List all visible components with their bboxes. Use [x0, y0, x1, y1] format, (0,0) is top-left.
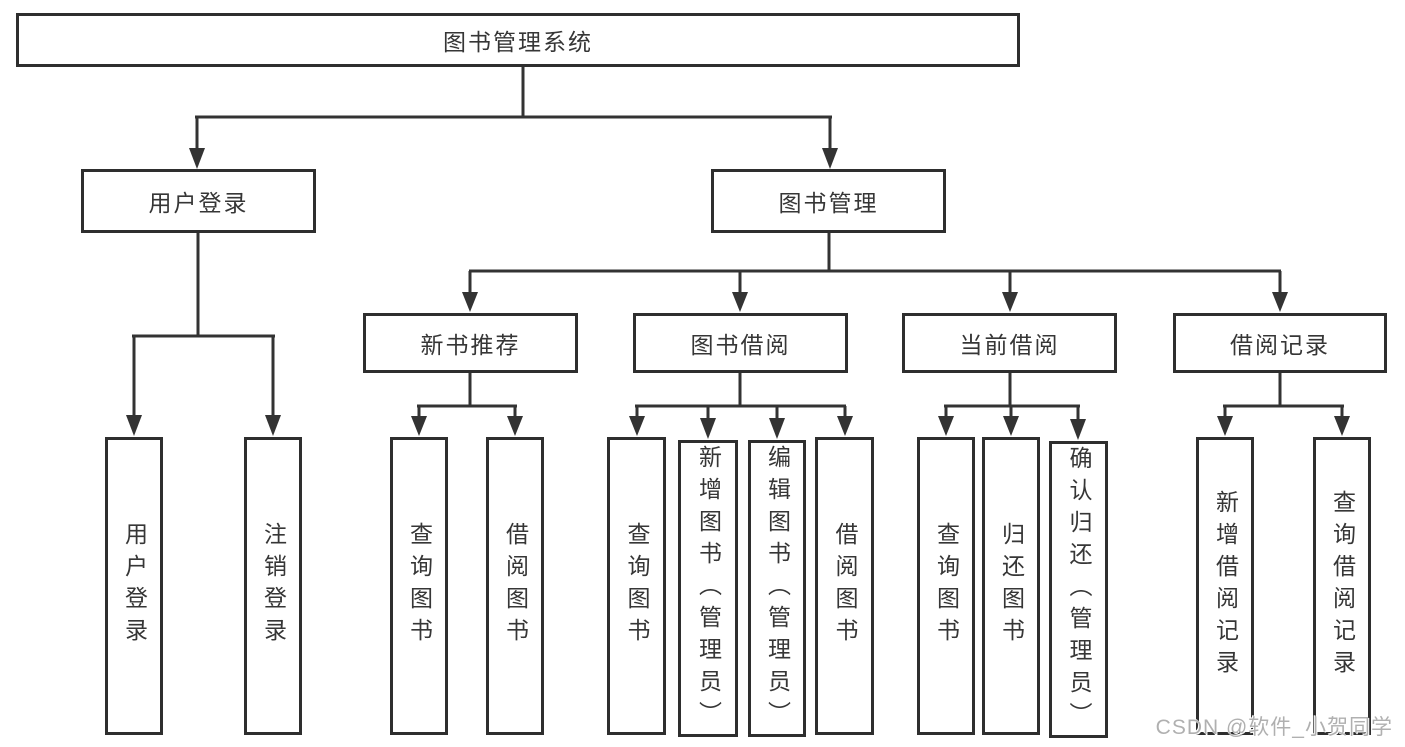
node-user-login: 用户登录 [81, 169, 316, 233]
connector-borrow-records-split [1217, 373, 1350, 436]
node-label: 查询图书 [933, 522, 960, 650]
node-label: 图书借阅 [690, 332, 791, 358]
node-label: 编辑图书（管理员） [764, 444, 791, 733]
node-book-borrowing: 图书借阅 [633, 313, 848, 373]
node-label: 用户登录 [121, 522, 148, 650]
node-label: 新书推荐 [420, 332, 521, 358]
leaf-query-books-under-new-books: 查询图书 [390, 437, 448, 735]
leaf-query-books-under-current-borrowing: 查询图书 [917, 437, 975, 735]
leaf-borrow-books-under-new-books: 借阅图书 [486, 437, 544, 735]
node-label: 图书管理系统 [443, 29, 593, 55]
node-label: 当前借阅 [959, 332, 1060, 358]
node-label: 用户登录 [148, 190, 249, 216]
connector-book-mgmt-split [462, 233, 1288, 312]
node-book-management: 图书管理 [711, 169, 946, 233]
leaf-add-books-admin: 新增图书（管理员） [678, 440, 738, 737]
node-label: 确认归还（管理员） [1066, 445, 1092, 734]
node-label: 注销登录 [260, 522, 287, 650]
node-label: 借阅图书 [502, 522, 529, 650]
leaf-borrow-books-under-book-borrowing: 借阅图书 [815, 437, 874, 735]
node-label: 归还图书 [998, 522, 1025, 650]
connector-current-borrow-split [938, 373, 1086, 440]
leaf-query-borrow-record: 查询借阅记录 [1313, 437, 1371, 735]
leaf-edit-books-admin: 编辑图书（管理员） [748, 440, 806, 737]
connector-root-split [189, 67, 838, 169]
node-label: 查询图书 [406, 522, 433, 650]
node-label: 借阅图书 [832, 522, 858, 650]
connector-book-borrow-split [629, 373, 853, 439]
node-label: 图书管理 [778, 190, 879, 216]
node-current-borrowing: 当前借阅 [902, 313, 1117, 373]
leaf-user-login: 用户登录 [105, 437, 163, 735]
node-label: 新增图书（管理员） [695, 444, 722, 733]
csdn-watermark: CSDN @软件_小贺同学 [1155, 716, 1393, 739]
connector-user-login-split [126, 233, 281, 436]
leaf-logout: 注销登录 [244, 437, 302, 735]
node-label: 新增借阅记录 [1212, 490, 1239, 682]
leaf-query-books-under-book-borrowing: 查询图书 [607, 437, 666, 735]
connector-new-books-split [411, 373, 523, 436]
leaf-confirm-return-admin: 确认归还（管理员） [1049, 441, 1108, 738]
node-borrow-records: 借阅记录 [1173, 313, 1387, 373]
node-library-management-system: 图书管理系统 [16, 13, 1020, 67]
node-label: 查询图书 [624, 522, 650, 650]
leaf-return-books: 归还图书 [982, 437, 1040, 735]
leaf-add-borrow-record: 新增借阅记录 [1196, 437, 1254, 735]
node-label: 借阅记录 [1230, 332, 1330, 358]
node-label: 查询借阅记录 [1329, 490, 1356, 682]
node-new-book-recommend: 新书推荐 [363, 313, 578, 373]
